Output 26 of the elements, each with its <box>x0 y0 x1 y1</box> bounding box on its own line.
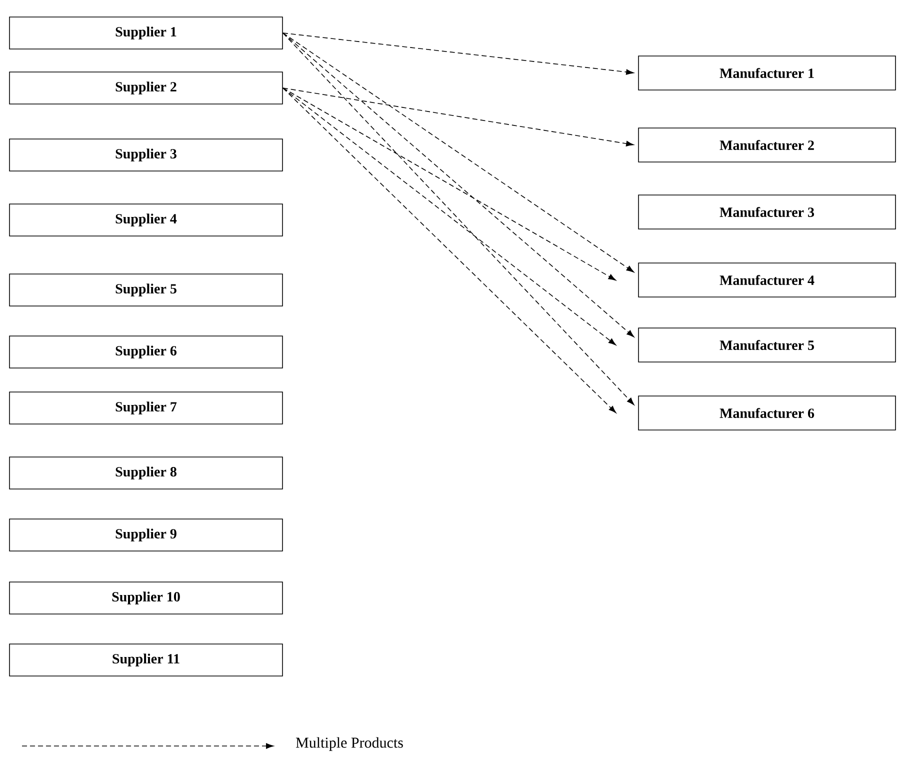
arrow <box>282 32 634 75</box>
manufacturer-box: Manufacturer 6 <box>638 396 896 430</box>
supplier-box: Supplier 11 <box>9 644 283 676</box>
supplier-box: Supplier 8 <box>9 456 283 490</box>
supplier-box: Supplier 9 <box>9 518 283 552</box>
supplier-box: Supplier 3 <box>9 138 283 172</box>
supplier-box: Supplier 5 <box>9 274 283 306</box>
arrow <box>282 32 634 272</box>
arrow <box>282 32 634 338</box>
manufacturer-box: Manufacturer 4 <box>638 262 896 298</box>
supplier-box: Supplier 6 <box>9 336 283 368</box>
supplier-box: Supplier 2 <box>9 72 283 104</box>
supplier-box: Supplier 7 <box>9 392 283 424</box>
manufacturer-box: Manufacturer 3 <box>638 194 896 230</box>
supplier-box: Supplier 1 <box>9 16 283 50</box>
manufacturer-box: Manufacturer 2 <box>638 128 896 162</box>
supplier-box: Supplier 4 <box>9 204 283 236</box>
arrow <box>282 88 616 346</box>
arrow <box>282 88 616 280</box>
arrow <box>282 88 634 146</box>
manufacturer-box: Manufacturer 5 <box>638 328 896 362</box>
arrow <box>282 88 616 414</box>
arrow <box>282 32 634 406</box>
supplier-box: Supplier 10 <box>9 582 283 614</box>
legend-label: Multiple Products <box>296 737 403 751</box>
manufacturer-box: Manufacturer 1 <box>638 56 896 90</box>
